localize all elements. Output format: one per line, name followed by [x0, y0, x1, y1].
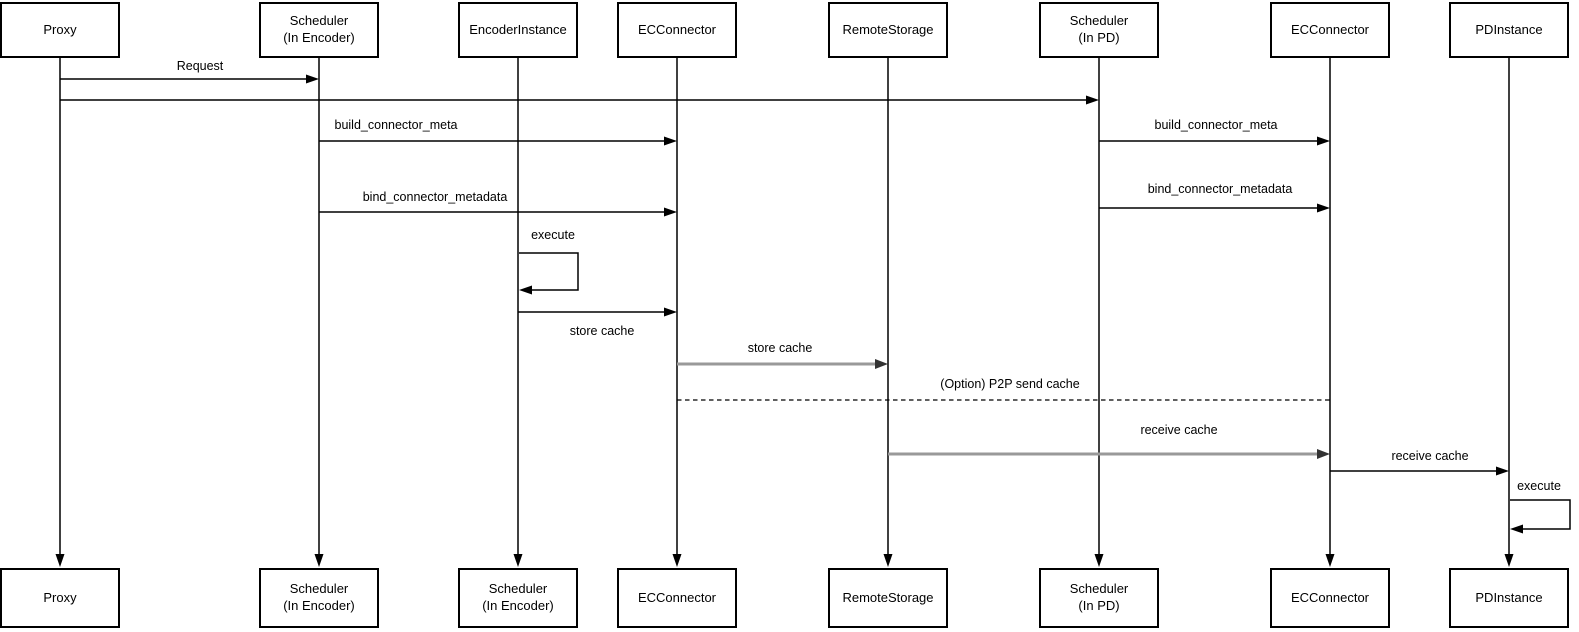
- message-label-build-connector-meta-pd: build_connector_meta: [1154, 118, 1278, 132]
- participant-label-line: (In Encoder): [482, 598, 554, 613]
- participant-bottom-ec-connector-right: ECConnector: [1270, 568, 1390, 628]
- participant-label-line: Proxy: [43, 589, 77, 605]
- arrowhead-receive-cache-remotestorage-to-ecconnector: [1317, 449, 1330, 459]
- participant-label-line: ECConnector: [1290, 21, 1370, 37]
- participant-label-line: PDInstance: [1475, 21, 1543, 37]
- participant-top-pd-instance: PDInstance: [1449, 2, 1569, 58]
- participant-bottom-scheduler-pd: Scheduler(In PD): [1039, 568, 1159, 628]
- message-label-build-connector-meta-encoder: build_connector_meta: [334, 118, 458, 132]
- participant-bottom-remote-storage: RemoteStorage: [828, 568, 948, 628]
- arrowhead-build-connector-meta-encoder: [664, 136, 677, 146]
- arrowhead-bind-connector-metadata-pd: [1317, 203, 1330, 213]
- participant-bottom-proxy: Proxy: [0, 568, 120, 628]
- participant-label-line: ECConnector: [637, 21, 717, 37]
- lifeline-arrowhead-scheduler-pd: [1094, 554, 1104, 567]
- lifeline-arrowhead-remote-storage: [883, 554, 893, 567]
- lifeline-arrowhead-pd-instance: [1504, 554, 1514, 567]
- participant-bottom-encoder-instance: Scheduler(In Encoder): [458, 568, 578, 628]
- lifeline-arrowhead-proxy: [55, 554, 65, 567]
- arrowhead-store-cache-encoder-to-ecconnector: [664, 307, 677, 317]
- message-label-receive-cache-ecconnector-to-pdinstance: receive cache: [1391, 449, 1469, 463]
- lifeline-arrowhead-ec-connector-left: [672, 554, 682, 567]
- participant-bottom-ec-connector-left: ECConnector: [617, 568, 737, 628]
- self-message-execute-pd: [1510, 499, 1571, 530]
- message-label-bind-connector-metadata-pd: bind_connector_metadata: [1147, 182, 1293, 196]
- participant-label-line: (In PD): [1078, 598, 1120, 613]
- participant-top-ec-connector-left: ECConnector: [617, 2, 737, 58]
- lifeline-arrowhead-scheduler-encoder: [314, 554, 324, 567]
- arrowhead-build-connector-meta-pd: [1317, 136, 1330, 146]
- participant-top-scheduler-pd: Scheduler(In PD): [1039, 2, 1159, 58]
- arrowhead-bind-connector-metadata-encoder: [664, 207, 677, 217]
- message-label-p2p-send-cache: (Option) P2P send cache: [940, 377, 1080, 391]
- message-label-store-cache-ecconnector-to-remotestorage: store cache: [747, 341, 813, 355]
- participant-top-remote-storage: RemoteStorage: [828, 2, 948, 58]
- participant-label-line: ECConnector: [637, 589, 717, 605]
- self-message-execute-encoder: [519, 252, 579, 291]
- participant-label-line: Scheduler: [488, 581, 548, 597]
- message-label-store-cache-encoder-to-ecconnector: store cache: [569, 324, 635, 338]
- participant-label-line: (In PD): [1078, 30, 1120, 45]
- arrowhead-request: [306, 74, 319, 84]
- arrowhead-receive-cache-ecconnector-to-pdinstance: [1496, 466, 1509, 476]
- participant-bottom-scheduler-encoder: Scheduler(In Encoder): [259, 568, 379, 628]
- participant-label-line: (In Encoder): [283, 30, 355, 45]
- participant-label-line: RemoteStorage: [842, 21, 934, 37]
- arrowhead-store-cache-ecconnector-to-remotestorage: [875, 359, 888, 369]
- participant-label-line: ECConnector: [1290, 589, 1370, 605]
- participant-top-proxy: Proxy: [0, 2, 120, 58]
- lifeline-arrowhead-encoder-instance: [513, 554, 523, 567]
- participant-label-line: PDInstance: [1475, 589, 1543, 605]
- participant-label-line: Scheduler: [1069, 13, 1129, 29]
- participant-label-line: Scheduler: [1069, 581, 1129, 597]
- message-label-request: Request: [176, 59, 224, 73]
- participant-bottom-pd-instance: PDInstance: [1449, 568, 1569, 628]
- message-label-bind-connector-metadata-encoder: bind_connector_metadata: [362, 190, 508, 204]
- participant-label-line: Scheduler: [289, 13, 349, 29]
- participant-top-scheduler-encoder: Scheduler(In Encoder): [259, 2, 379, 58]
- lifeline-arrowhead-ec-connector-right: [1325, 554, 1335, 567]
- participant-label-line: RemoteStorage: [842, 589, 934, 605]
- participant-label-line: EncoderInstance: [469, 21, 567, 37]
- participant-label-line: Proxy: [43, 21, 77, 37]
- message-label-execute-encoder: execute: [531, 228, 575, 242]
- arrowhead-proxy-to-scheduler-pd: [1086, 95, 1099, 105]
- participant-top-ec-connector-right: ECConnector: [1270, 2, 1390, 58]
- arrowhead-execute-encoder: [519, 285, 532, 295]
- arrowhead-execute-pd: [1510, 524, 1523, 534]
- message-label-receive-cache-remotestorage-to-ecconnector: receive cache: [1140, 423, 1218, 437]
- participant-label-line: (In Encoder): [283, 598, 355, 613]
- participant-top-encoder-instance: EncoderInstance: [458, 2, 578, 58]
- message-label-execute-pd: execute: [1517, 479, 1561, 493]
- participant-label-line: Scheduler: [289, 581, 349, 597]
